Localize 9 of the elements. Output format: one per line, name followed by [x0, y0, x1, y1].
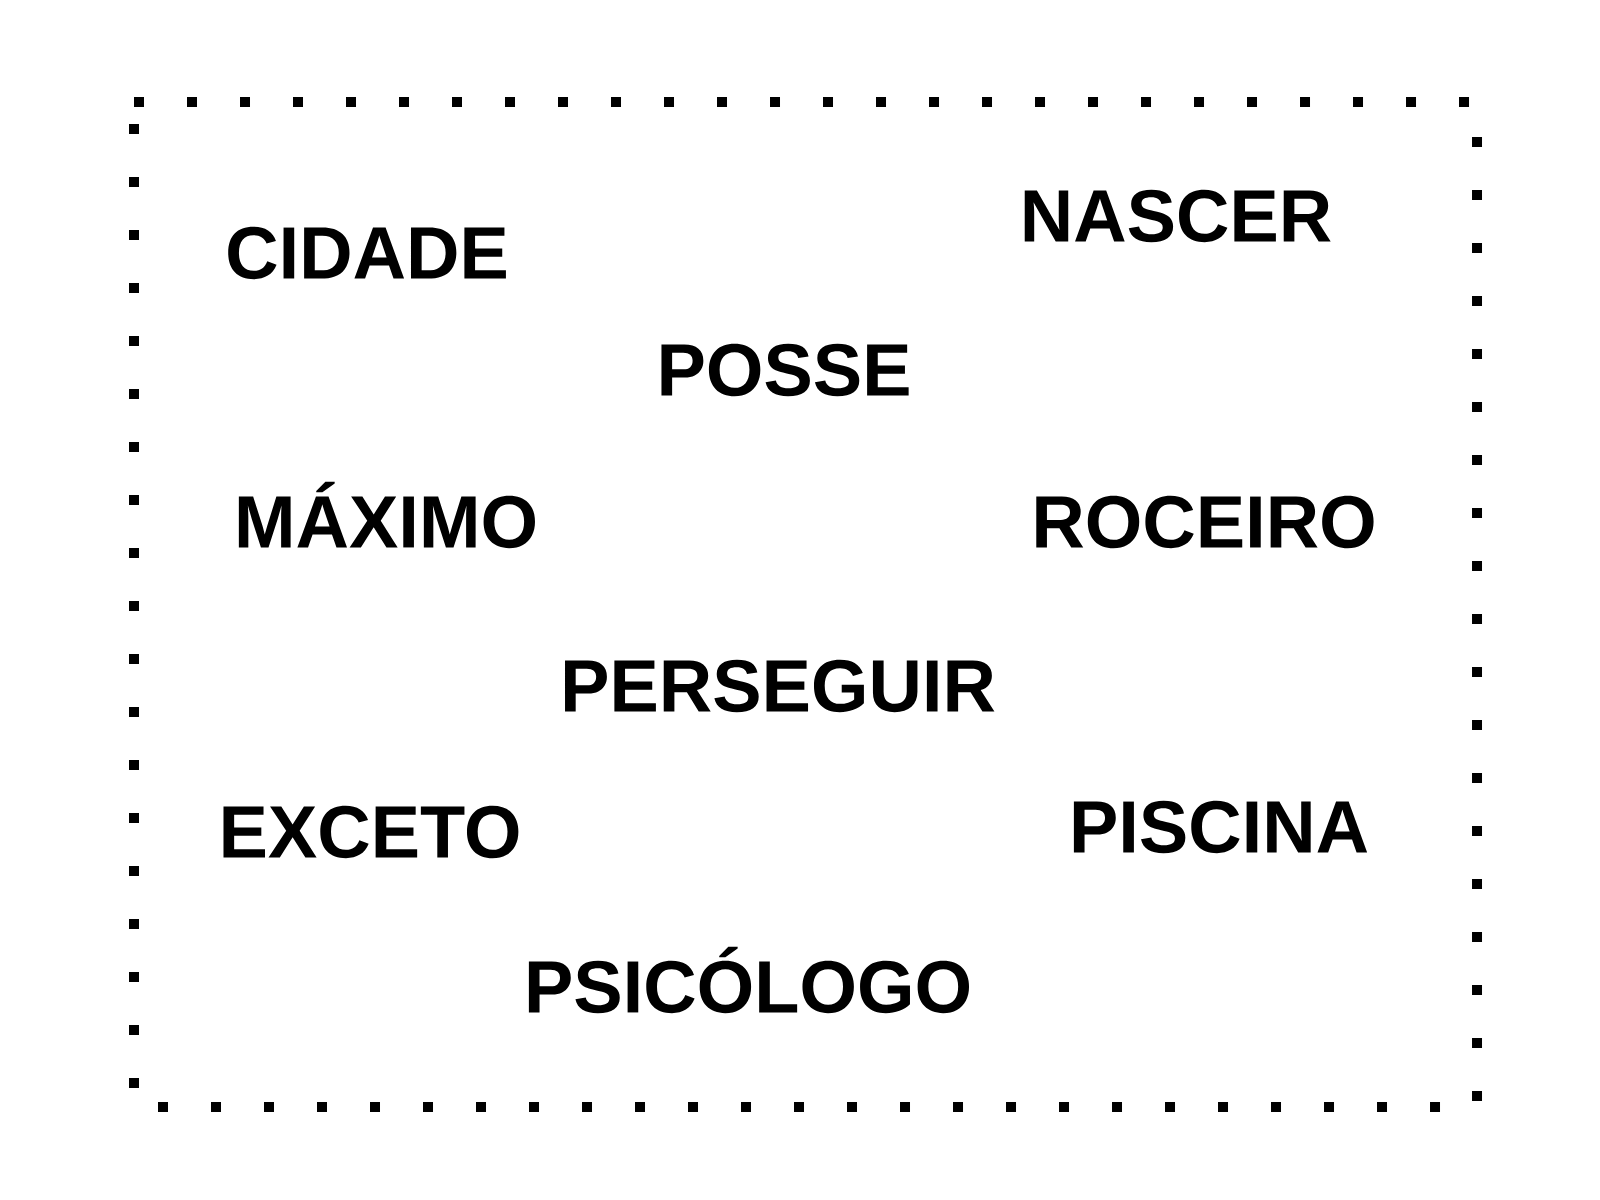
- word: PISCINA: [1073, 800, 1368, 854]
- word: MÁXIMO: [238, 481, 535, 549]
- word: ROCEIRO: [1036, 495, 1374, 549]
- word: NASCER: [1024, 189, 1331, 243]
- word: POSSE: [661, 343, 909, 397]
- word: CIDADE: [228, 226, 506, 280]
- word: EXCETO: [223, 805, 519, 859]
- word: PERSEGUIR: [565, 659, 995, 713]
- word: PSICÓLOGO: [528, 946, 970, 1014]
